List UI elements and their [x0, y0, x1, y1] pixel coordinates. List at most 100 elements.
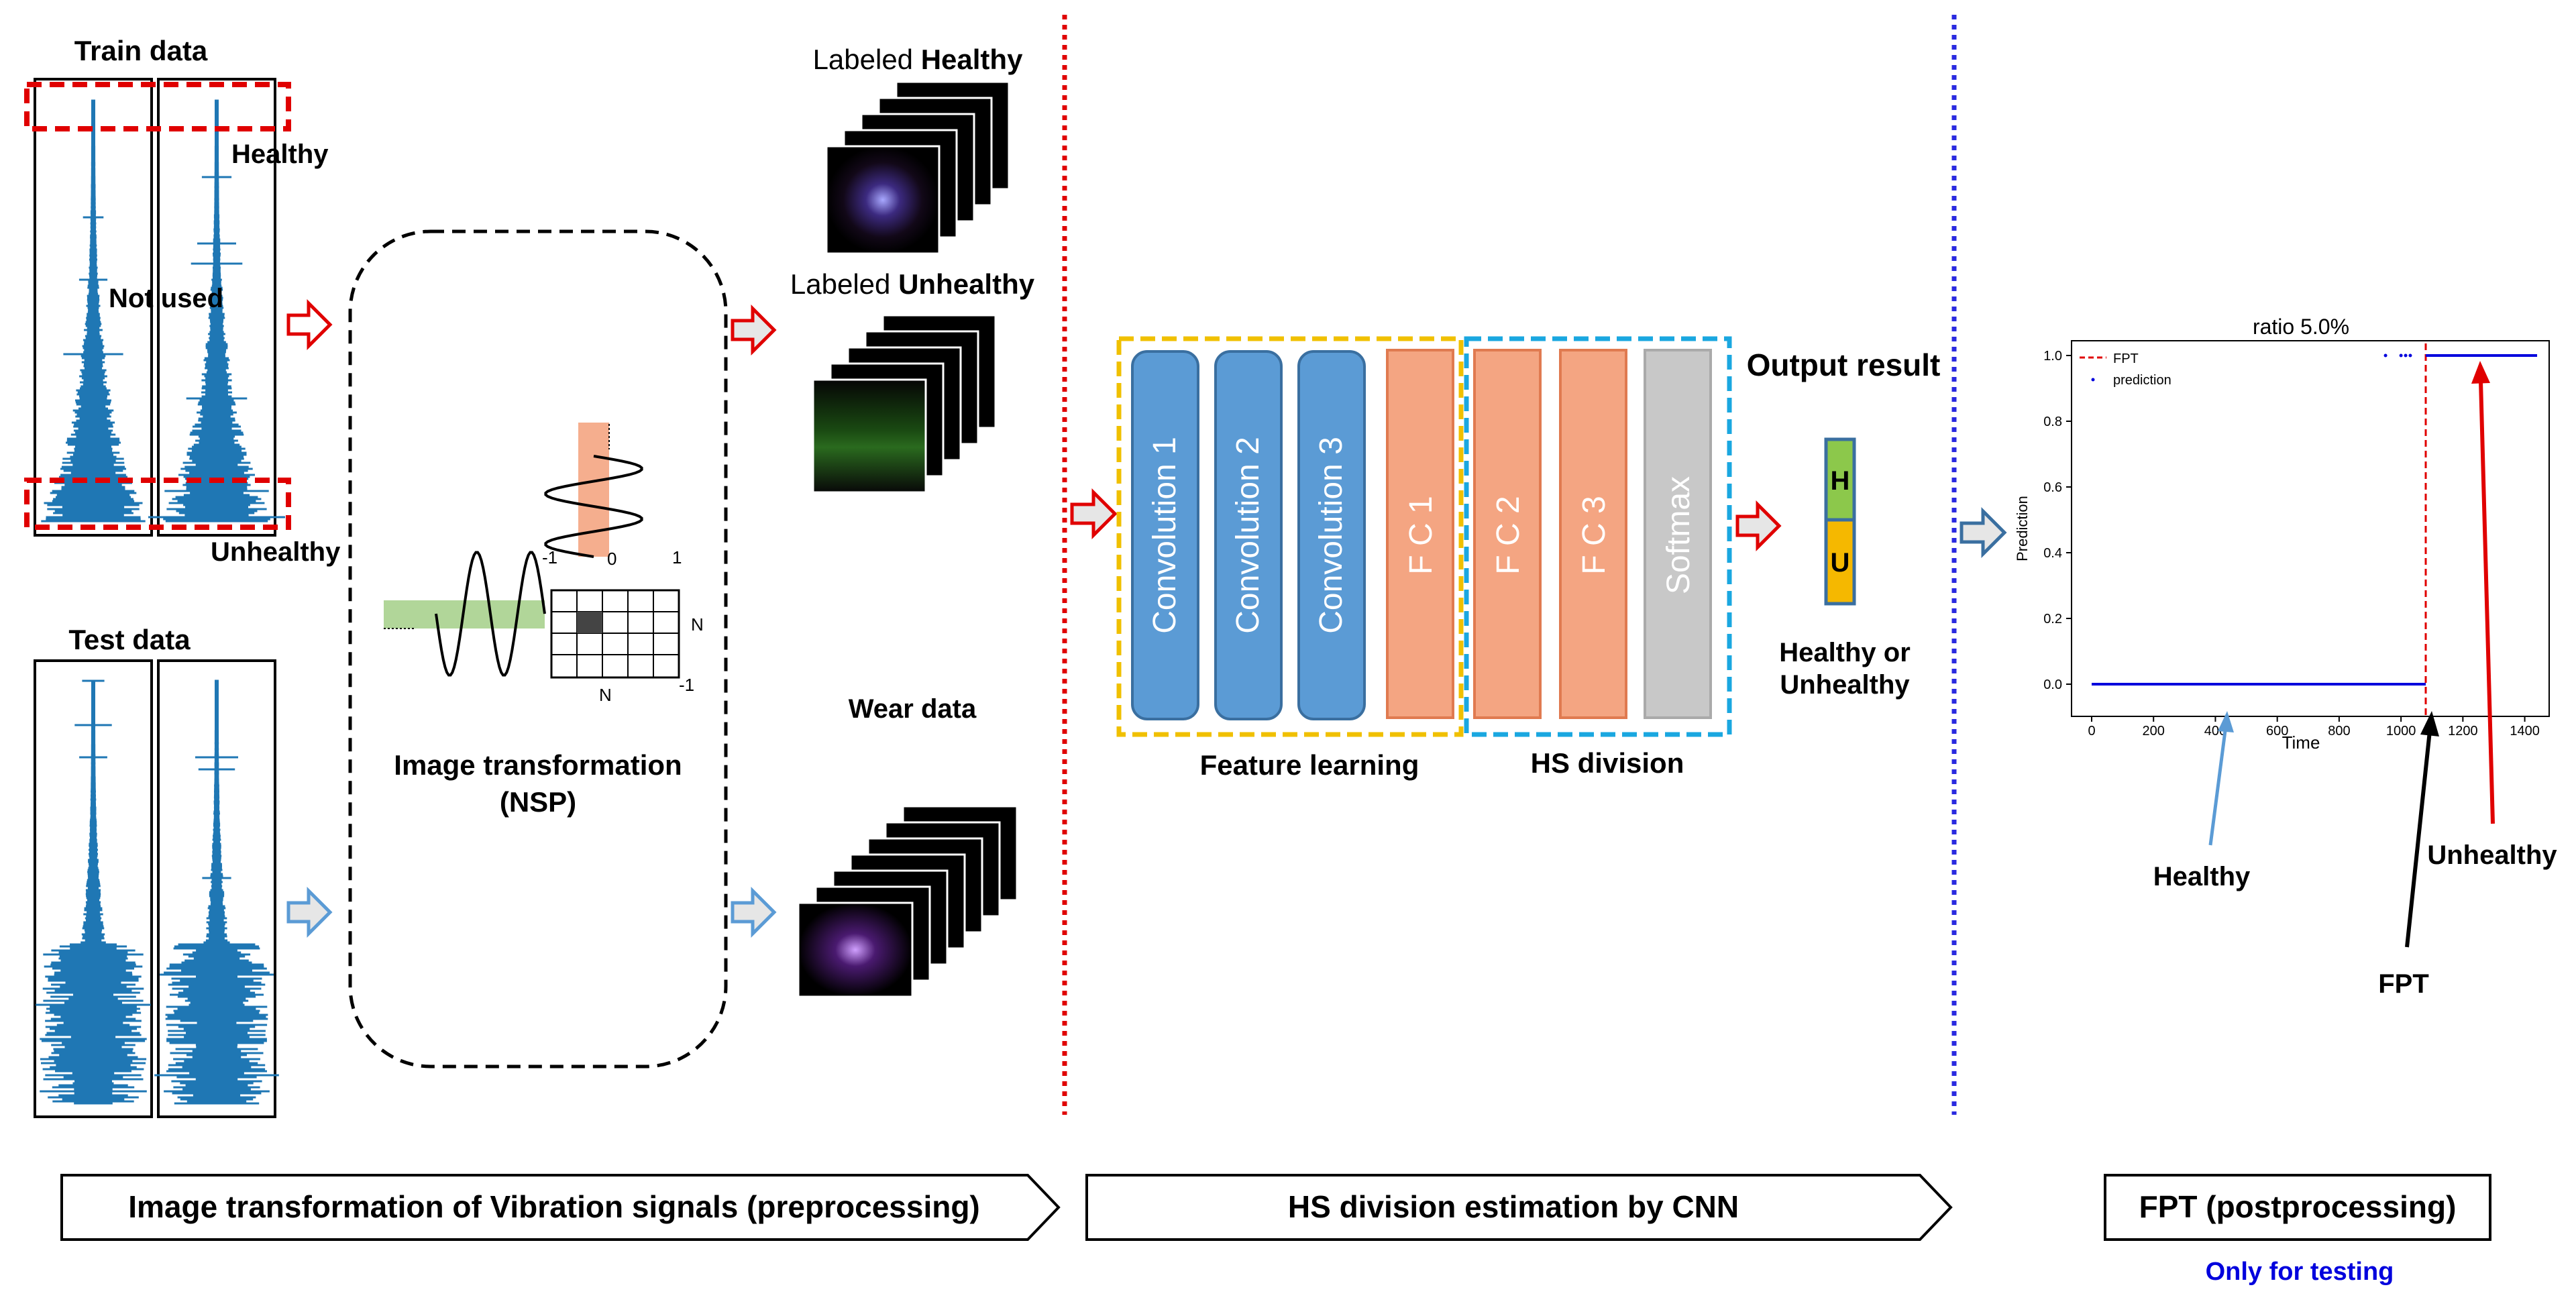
nsp-grid	[550, 589, 680, 679]
train-signal-box-2	[157, 78, 276, 537]
train-signal-box-1	[34, 78, 153, 537]
healthy-image-1	[825, 145, 941, 255]
test-sig-1-waveform	[36, 679, 151, 1105]
fpt-point-label: FPT	[2378, 969, 2429, 999]
nsp-title-line1: Image transformation	[394, 749, 682, 781]
nsp-axis-n-bottom: N	[599, 685, 612, 705]
arrow-train-to-nsp	[286, 298, 333, 351]
layer-conv1-label: Convolution 1	[1147, 437, 1183, 634]
y-tick-label: 0.4	[2043, 546, 2062, 561]
fpt-plot-xlabel: Time	[2282, 732, 2320, 753]
arrow-nsp-to-wear	[731, 886, 777, 938]
nsp-axis-n-right: N	[691, 614, 704, 635]
y-tick-label: 1.0	[2043, 349, 2062, 364]
x-tick-label: 200	[2143, 724, 2165, 739]
layer-fc3-label: F C 3	[1576, 496, 1612, 574]
arrow-test-to-nsp	[286, 886, 333, 938]
train-signal-2	[148, 99, 285, 523]
unhealthy-annotation-arrow	[2471, 361, 2495, 824]
prediction-point	[2399, 353, 2403, 358]
fpt-prediction-series	[2092, 343, 2538, 715]
output-u-label: U	[1831, 548, 1850, 578]
train-sig-1-waveform	[41, 99, 146, 523]
layer-fc1: F C 1	[1386, 349, 1454, 719]
healthy-image-stack	[825, 80, 1010, 255]
nsp-illustration: -1 0 1 N -1 N	[384, 423, 704, 705]
hs-division-label: HS division	[1531, 747, 1684, 779]
legend-fpt-label: FPT	[2113, 351, 2139, 366]
unhealthy-region-highlight	[24, 478, 291, 530]
output-caption-line2: Unhealthy	[1780, 670, 1910, 700]
nsp-axis-zero-top: 0	[607, 549, 616, 569]
test-sig-2-waveform	[154, 679, 279, 1105]
prediction-point	[2404, 353, 2408, 358]
x-tick-label: 1000	[2386, 724, 2416, 739]
layer-conv1: Convolution 1	[1131, 350, 1199, 720]
feature-learning-label: Feature learning	[1200, 749, 1419, 781]
healthy-annotation-arrow	[2208, 711, 2234, 846]
train-sig-2-waveform	[148, 99, 285, 523]
legend-prediction-label: prediction	[2113, 373, 2171, 388]
output-h-label: H	[1831, 466, 1850, 496]
layer-conv3-label: Convolution 3	[1313, 437, 1349, 634]
layer-softmax: Softmax	[1644, 349, 1712, 719]
y-tick-label: 0.2	[2043, 612, 2062, 626]
prediction-point	[2408, 353, 2412, 358]
prediction-point	[2383, 353, 2387, 358]
test-signal-1	[36, 679, 151, 1105]
fpt-legend: FPT prediction	[2080, 351, 2171, 388]
unhealthy-label: Unhealthy	[211, 537, 341, 567]
y-tick-label: 0.0	[2043, 677, 2062, 692]
fpt-annotation-arrow	[2405, 711, 2439, 948]
stage-postprocessing-label: FPT (postprocessing)	[2139, 1189, 2457, 1224]
nsp-axis-neg1-right: -1	[679, 675, 694, 695]
nsp-block	[348, 229, 728, 1069]
stage-cnn: HS division estimation by CNN	[1085, 1174, 1953, 1241]
fpt-plot-title: ratio 5.0%	[2253, 315, 2349, 339]
wear-data-title: Wear data	[849, 694, 977, 724]
x-tick-label: 0	[2088, 724, 2095, 739]
stage-postprocessing: FPT (postprocessing)	[2104, 1174, 2491, 1241]
arrow-nsp-to-labeled	[731, 304, 777, 356]
nsp-axis-neg1-top: -1	[542, 547, 557, 567]
output-result-box: H U	[1824, 437, 1856, 606]
train-signal-1	[41, 99, 146, 523]
layer-fc1-label: F C 1	[1403, 496, 1439, 574]
nsp-title-line2: (NSP)	[500, 786, 576, 818]
fpt-plot-area	[2071, 340, 2550, 717]
unhealthy-image-1	[812, 378, 927, 494]
x-tick-label: 800	[2328, 724, 2350, 739]
test-signal-box-2	[157, 659, 276, 1118]
output-result-title: Output result	[1747, 347, 1941, 382]
wear-image-stack	[797, 805, 1018, 998]
nsp-axis-one-top: 1	[672, 547, 682, 567]
test-signal-box-1	[34, 659, 153, 1118]
stage-preprocessing: Image transformation of Vibration signal…	[60, 1174, 1061, 1241]
y-tick-label: 0.8	[2043, 415, 2062, 429]
feature-learning-frame	[1116, 336, 1464, 737]
layer-softmax-label: Softmax	[1661, 476, 1697, 594]
arrow-cnn-to-output	[1735, 500, 1782, 552]
fpt-healthy-label: Healthy	[2153, 862, 2251, 891]
layer-conv3: Convolution 3	[1297, 350, 1366, 720]
x-tick-label: 1400	[2510, 724, 2540, 739]
test-data-title: Test data	[68, 624, 191, 655]
healthy-label: Healthy	[231, 140, 329, 169]
labeled-unhealthy-title: Labeled Unhealthy	[790, 268, 1035, 300]
hs-division-frame	[1464, 336, 1732, 737]
x-tick-label: 1200	[2448, 724, 2478, 739]
fpt-plot-ylabel: Prediction	[2014, 496, 2031, 561]
layer-conv2: Convolution 2	[1214, 350, 1283, 720]
layer-fc3: F C 3	[1559, 349, 1627, 719]
output-caption-line1: Healthy or	[1779, 638, 1911, 667]
arrow-images-to-cnn	[1070, 488, 1118, 540]
stage-preprocessing-label: Image transformation of Vibration signal…	[128, 1189, 980, 1224]
unhealthy-image-stack	[812, 314, 997, 494]
layer-fc2: F C 2	[1473, 349, 1542, 719]
test-signal-2	[154, 679, 279, 1105]
labeled-healthy-title: Labeled Healthy	[813, 44, 1024, 75]
fpt-unhealthy-label: Unhealthy	[2427, 840, 2557, 870]
layer-conv2-label: Convolution 2	[1230, 437, 1266, 634]
